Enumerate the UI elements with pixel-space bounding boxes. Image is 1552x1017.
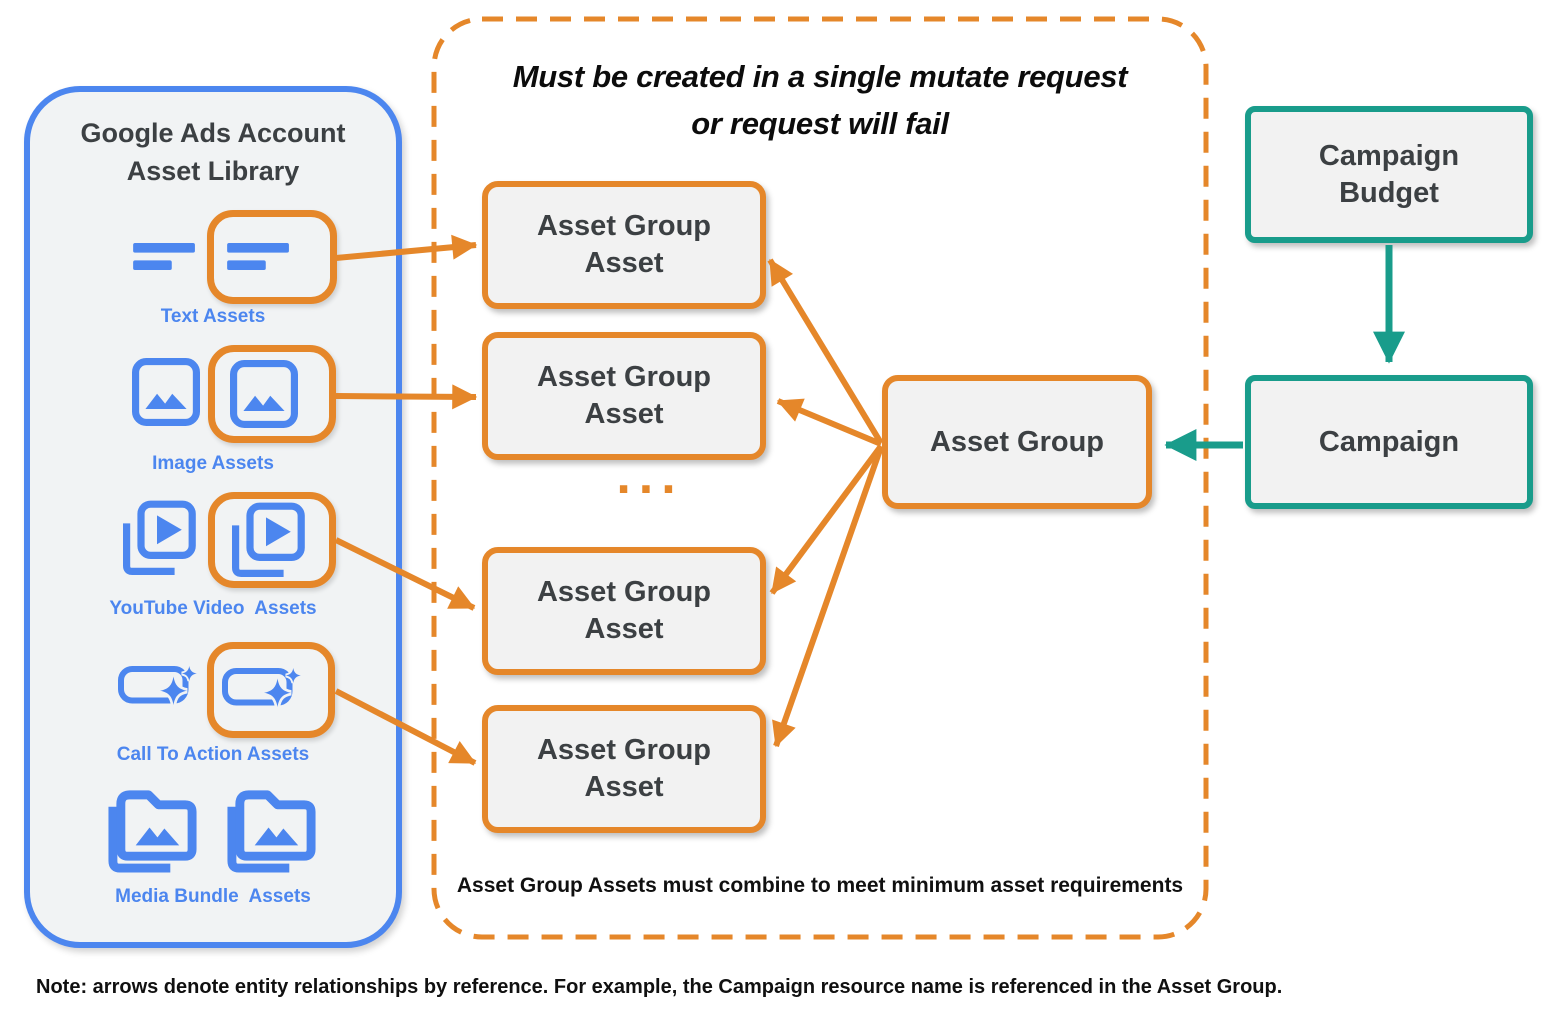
ellipsis: ... [616, 447, 684, 505]
asset-group-asset-label: Asset Group Asset [536, 361, 712, 430]
video-asset-highlight-box [208, 492, 336, 588]
campaign-box: Campaign [1245, 375, 1533, 509]
cta-asset-highlight-box [207, 642, 335, 738]
media-bundle-icon [103, 783, 202, 877]
image-assets-label: Image Assets [152, 453, 274, 474]
text-lines-icon [133, 243, 197, 271]
text-lines-icon [227, 243, 291, 271]
call-to-action-assets-label: Call To Action Assets [116, 744, 310, 765]
image-icon [230, 360, 298, 428]
mutate-title-line2: or request will fail [691, 106, 949, 141]
campaign-label: Campaign [1318, 425, 1460, 458]
asset-group-asset-label: Asset Group Asset [536, 576, 712, 645]
cta-sparkle-icon [222, 662, 306, 710]
asset-group-box: Asset Group [882, 375, 1152, 509]
asset-group-asset-label: Asset Group Asset [536, 210, 712, 279]
campaign-budget-label: Campaign Budget [1318, 139, 1460, 209]
arrow-asset-group-to-aga4 [772, 446, 884, 748]
arrow-asset-group-to-aga3 [769, 444, 884, 595]
asset-group-asset-box-2: Asset Group Asset [482, 332, 766, 460]
asset-group-asset-box-3: Asset Group Asset [482, 547, 766, 675]
arrow-asset-group-to-aga1 [767, 258, 884, 445]
video-stack-icon [226, 502, 306, 584]
asset-group-asset-box-1: Asset Group Asset [482, 181, 766, 309]
asset-group-asset-box-4: Asset Group Asset [482, 705, 766, 833]
image-asset-highlight-box [208, 345, 336, 443]
media-bundle-assets-label: Media Bundle Assets [115, 886, 311, 907]
image-icon [132, 358, 200, 426]
mutate-title-line1: Must be created in a single mutate reque… [512, 59, 1128, 94]
asset-library-title-line2: Asset Library [126, 156, 300, 186]
arrow-asset-group-to-aga2 [776, 398, 883, 447]
campaign-budget-box: Campaign Budget [1245, 106, 1533, 243]
asset-group-asset-label: Asset Group Asset [536, 734, 712, 803]
mutate-container-title: Must be created in a single mutate reque… [434, 53, 1206, 147]
text-assets-label: Text Assets [160, 306, 266, 327]
media-bundle-icon [222, 783, 321, 877]
cta-sparkle-icon [118, 660, 202, 708]
mutate-container-footer: Asset Group Assets must combine to meet … [456, 874, 1184, 897]
footnote: Note: arrows denote entity relationships… [36, 976, 1283, 998]
text-asset-highlight-box [207, 210, 337, 304]
asset-library-title-line1: Google Ads Account [80, 118, 346, 148]
youtube-video-assets-label: YouTube Video Assets [109, 598, 317, 619]
video-stack-icon [117, 500, 197, 582]
asset-group-label: Asset Group [929, 425, 1105, 458]
asset-library-title: Google Ads Account Asset Library [34, 114, 392, 190]
